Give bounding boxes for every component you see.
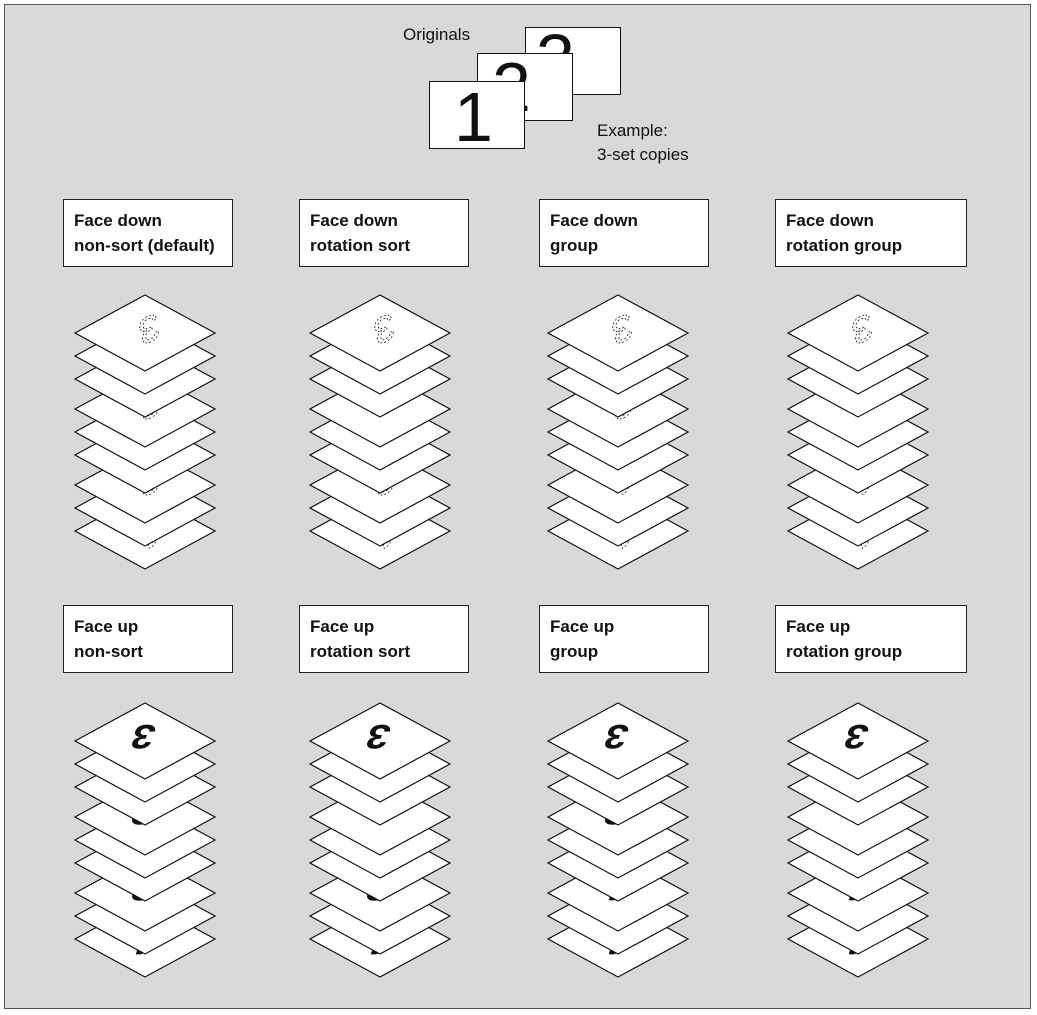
sheet-stack: 123123123 bbox=[73, 702, 217, 978]
sheet-stack: 111222333 bbox=[786, 294, 930, 570]
mode-label-line: rotation group bbox=[786, 236, 903, 255]
sheet-outline bbox=[786, 294, 930, 372]
mode-label-face-down-non-sort: Face down non-sort (default) bbox=[63, 199, 233, 267]
mode-label-line: group bbox=[550, 642, 599, 661]
sheet-stack: 123123123 bbox=[73, 294, 217, 570]
original-sheet-1: 1 bbox=[429, 78, 525, 156]
mode-label-line: Face up bbox=[550, 617, 615, 636]
sheet-stack: 111222333 bbox=[786, 702, 930, 978]
mode-label-line: Face up bbox=[786, 617, 851, 636]
mode-label-line: Face up bbox=[74, 617, 139, 636]
mode-label-face-up-rotation-group: Face up rotation group bbox=[775, 605, 967, 673]
sheet: 3 bbox=[546, 702, 690, 780]
mode-label-line: Face up bbox=[310, 617, 375, 636]
example-caption: Example: 3-set copies bbox=[597, 119, 689, 167]
sheet: 3 bbox=[308, 294, 452, 372]
mode-label-line: Face down bbox=[310, 211, 398, 230]
originals-label: Originals bbox=[403, 25, 471, 44]
sheet: 3 bbox=[73, 702, 217, 780]
sheet: 3 bbox=[786, 702, 930, 780]
example-line-1: Example: bbox=[597, 121, 668, 140]
mode-label-line: non-sort bbox=[74, 642, 143, 661]
sheet-outline bbox=[308, 702, 452, 780]
sheet-stack: 123123123 bbox=[308, 294, 452, 570]
mode-label-line: Face down bbox=[74, 211, 162, 230]
mode-label-line: Face down bbox=[550, 211, 638, 230]
diagram-panel: Originals 3 2 1 Example: 3-set copies Fa… bbox=[4, 4, 1031, 1009]
sheet-stack: 111222333 bbox=[546, 294, 690, 570]
mode-label-face-up-rotation-sort: Face up rotation sort bbox=[299, 605, 469, 673]
sheet: 3 bbox=[73, 294, 217, 372]
mode-label-face-down-rotation-group: Face down rotation group bbox=[775, 199, 967, 267]
mode-label-line: Face down bbox=[786, 211, 874, 230]
mode-label-line: non-sort (default) bbox=[74, 236, 215, 255]
sheet: 3 bbox=[308, 702, 452, 780]
sheet-outline bbox=[786, 702, 930, 780]
mode-label-line: rotation sort bbox=[310, 236, 411, 255]
sheet-outline bbox=[73, 294, 217, 372]
sheet: 3 bbox=[546, 294, 690, 372]
mode-label-face-up-non-sort: Face up non-sort bbox=[63, 605, 233, 673]
sheet-outline bbox=[546, 294, 690, 372]
sheet-outline bbox=[73, 702, 217, 780]
original-page-number: 1 bbox=[454, 78, 493, 156]
sheet: 3 bbox=[786, 294, 930, 372]
sheet-stack: 111222333 bbox=[546, 702, 690, 978]
mode-label-face-down-rotation-sort: Face down rotation sort bbox=[299, 199, 469, 267]
sheet-stack: 123123123 bbox=[308, 702, 452, 978]
mode-label-line: rotation group bbox=[786, 642, 903, 661]
mode-label-face-down-group: Face down group bbox=[539, 199, 709, 267]
mode-label-face-up-group: Face up group bbox=[539, 605, 709, 673]
example-line-2: 3-set copies bbox=[597, 145, 689, 164]
sheet-outline bbox=[546, 702, 690, 780]
sheet-outline bbox=[308, 294, 452, 372]
output-stacks: 123123123 123123123 111222333 111222333 1231… bbox=[73, 294, 930, 978]
mode-label-line: group bbox=[550, 236, 599, 255]
mode-label-line: rotation sort bbox=[310, 642, 411, 661]
